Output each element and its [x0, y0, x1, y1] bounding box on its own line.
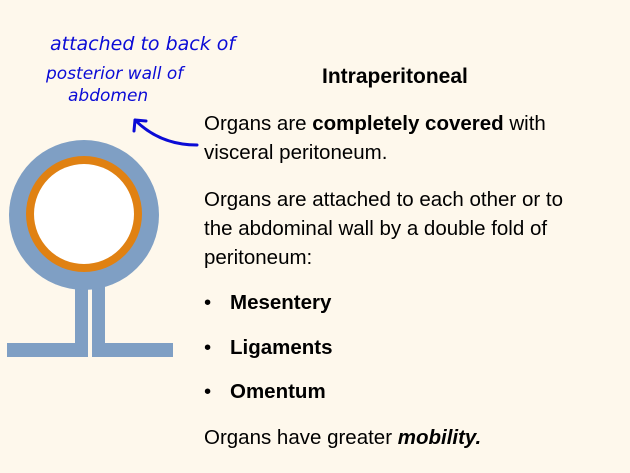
bullet-text: Mesentery — [230, 291, 332, 314]
handwritten-annotation-line3: abdomen — [68, 86, 149, 106]
bullet-item: • Mesentery — [204, 288, 331, 317]
bullet-icon: • — [204, 291, 212, 314]
paragraph-2-line1: Organs are attached to each other or to — [204, 188, 563, 211]
organ-interior — [34, 164, 134, 264]
handwritten-annotation-line1: attached to back of — [50, 33, 236, 55]
arrow-icon — [132, 118, 199, 147]
bullet-icon: • — [204, 336, 212, 359]
paragraph-2-line2: the abdominal wall by a double fold of — [204, 217, 548, 240]
text: with — [503, 112, 546, 135]
slide-title: Intraperitoneal — [322, 65, 468, 88]
bullet-item: • Omentum — [204, 377, 326, 406]
bullet-icon: • — [204, 380, 212, 403]
text: Organs have greater — [204, 426, 398, 449]
paragraph-1-line1: Organs are completely covered with — [204, 109, 546, 138]
paragraph-1-line2: visceral peritoneum. — [204, 141, 388, 164]
paragraph-2-line3: peritoneum: — [204, 246, 313, 269]
emphasis: completely covered — [312, 112, 504, 135]
handwritten-annotation-line2: posterior wall of — [46, 64, 184, 84]
paragraph-3: Organs have greater mobility. — [204, 423, 481, 452]
mesentery-stalk — [7, 270, 173, 357]
bullet-item: • Ligaments — [204, 333, 333, 362]
bullet-text: Ligaments — [230, 336, 333, 359]
bullet-text: Omentum — [230, 380, 326, 403]
emphasis: mobility. — [397, 426, 482, 449]
text: Organs are — [204, 112, 313, 135]
